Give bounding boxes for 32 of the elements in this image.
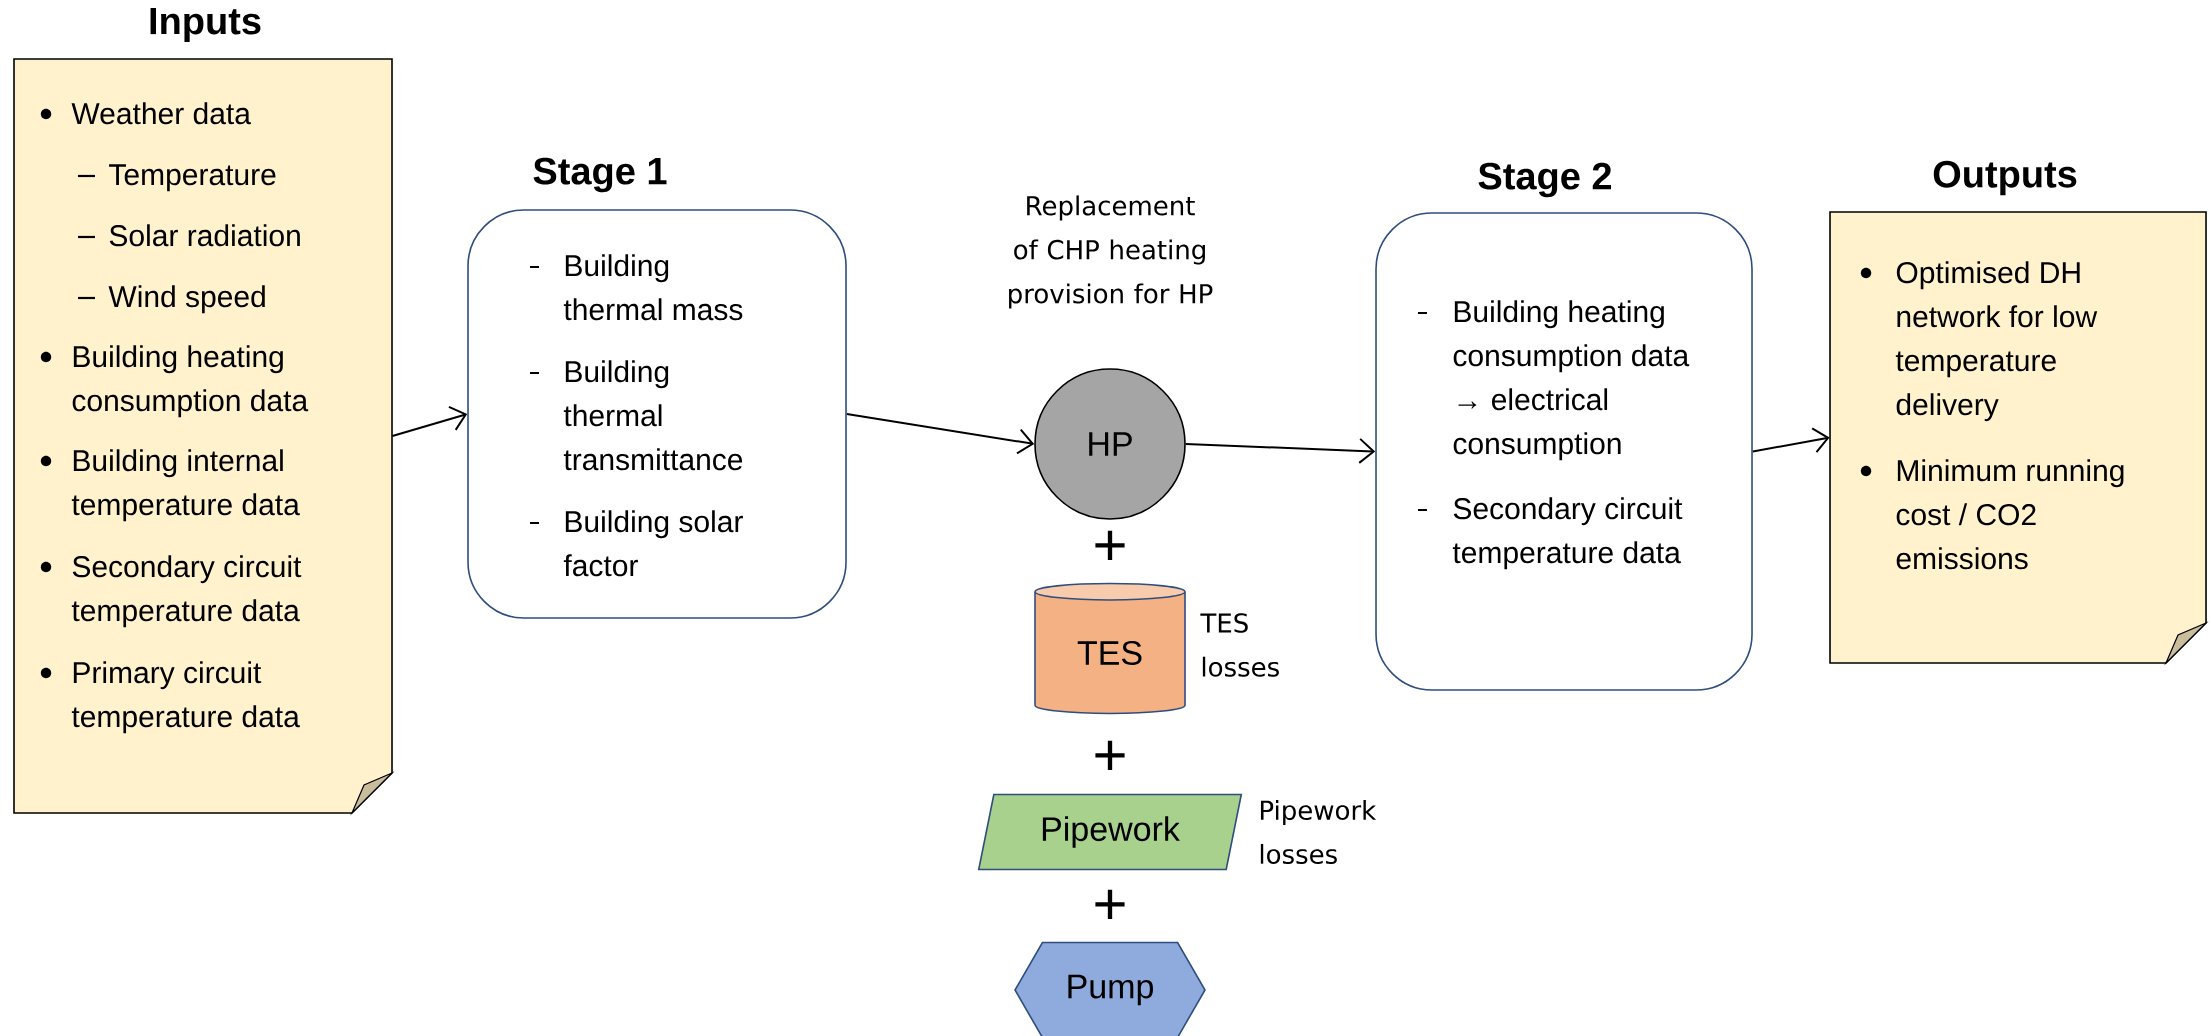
parallelogram-box: Pipework — [977, 793, 1243, 871]
list-item: Weather data — [40, 102, 251, 125]
arrow — [1184, 437, 1376, 464]
heading: Stage 1 — [533, 157, 667, 193]
hexagon-box: Pump — [1014, 941, 1206, 1036]
heading: Outputs — [1933, 160, 2077, 196]
list-item: Building internal temperature data — [40, 449, 300, 522]
heading: Stage 2 — [1478, 162, 1612, 198]
list-item: Secondary circuit temperature data — [40, 555, 302, 628]
list-item: Wind speed — [78, 285, 265, 314]
list-item: Building heating consumption data → electrical consumption — [1417, 300, 1690, 461]
list-item: Solar radiation — [78, 224, 300, 247]
list-item: Building heating consumption data — [40, 345, 309, 418]
list-item: Minimum running cost / CO2 emissions — [1860, 459, 2124, 570]
list-item: Optimised DH network for low temperature delivery — [1860, 261, 2098, 422]
storage-cylinder: TES — [1034, 582, 1186, 715]
arrow — [845, 413, 1035, 455]
plus-sign: + — [1095, 530, 1125, 561]
list-item: Temperature — [78, 164, 276, 192]
plus-sign: + — [1095, 889, 1125, 920]
arrow — [391, 405, 468, 437]
list-item: Building thermal mass — [529, 254, 743, 321]
heading: Inputs — [150, 8, 261, 42]
list-item: Secondary circuit temperature data — [1417, 497, 1683, 570]
arrow — [1751, 427, 1830, 454]
annotation: TES losses — [1200, 613, 1279, 677]
plus-sign: + — [1095, 740, 1125, 771]
list-item: Building solar factor — [529, 510, 743, 577]
list-item: Primary circuit temperature data — [40, 661, 300, 734]
annotation: Pipework losses — [1260, 799, 1377, 865]
annotation: Replacement of CHP heating provision for HP — [1009, 195, 1213, 309]
list-item: Building thermal transmittance — [529, 360, 743, 471]
